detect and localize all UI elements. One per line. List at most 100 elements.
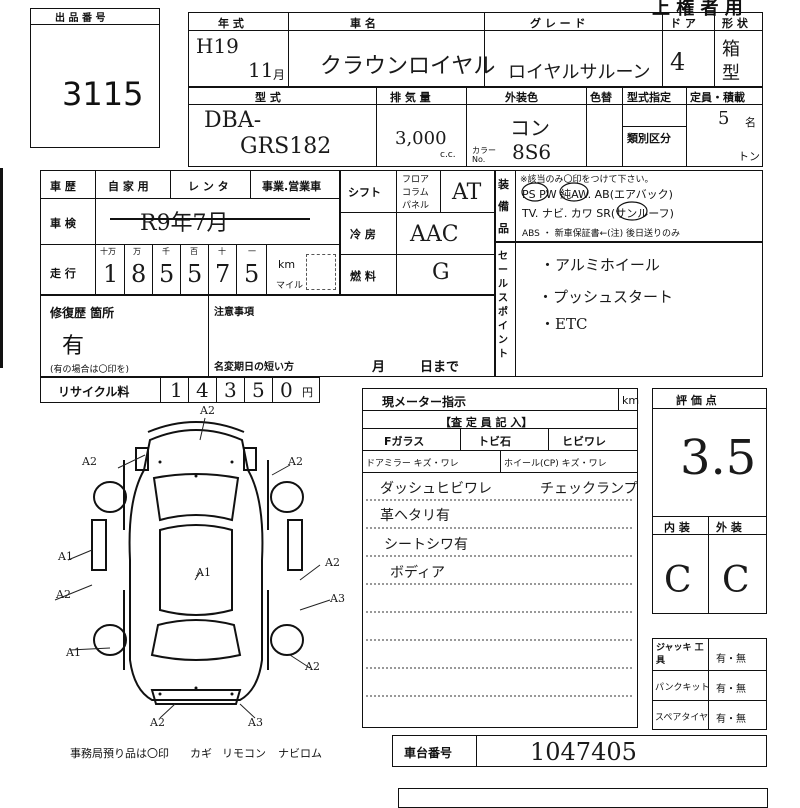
navi-rom-label: ナビロム <box>278 747 322 760</box>
wheel-label: ホイール(CP) キズ・ワレ <box>504 459 607 469</box>
displacement-unit: c.c. <box>440 150 456 160</box>
sales-item-2: ・ETC <box>540 315 588 333</box>
meter-note-2: 革ヘタリ有 <box>380 508 450 524</box>
mileage-digit-0: 1 <box>103 260 119 288</box>
exterior-value: C <box>722 560 750 601</box>
damage-mark-9: A2 <box>150 716 165 729</box>
exterior-label: 外 装 <box>716 521 742 534</box>
corner-title: 上 権 者 用 <box>652 0 743 19</box>
shift-label: シフト <box>348 186 381 199</box>
lot-number: 3115 <box>62 75 144 113</box>
name-change-label: 名変期日の短い方 <box>214 362 294 373</box>
model-value: GRS182 <box>240 134 332 159</box>
meter-note-4: ボディア <box>390 565 446 581</box>
interior-value: C <box>664 560 692 601</box>
repair-block <box>40 295 495 377</box>
fglass-label: Fガラス <box>384 435 425 448</box>
type-spec-label: 型式指定 <box>627 91 671 104</box>
recycle-label: リサイクル料 <box>58 385 130 399</box>
chassis-value: 1047405 <box>530 738 637 766</box>
opt-business: 事業.営業車 <box>262 180 322 193</box>
damage-mark-10: A3 <box>248 716 263 729</box>
mile-box <box>306 254 336 290</box>
meter-note-3: シートシワ有 <box>384 537 468 553</box>
chassis-block <box>392 735 767 767</box>
day-label: 日まで <box>420 360 460 375</box>
color-no-value: 8S6 <box>512 140 552 164</box>
damage-mark-4: A1 <box>66 646 81 659</box>
jack-yes-no: 有・無 <box>716 654 746 665</box>
meter-block <box>362 388 638 728</box>
model-label: 型 式 <box>255 91 281 104</box>
office-note: 事務局預り品は〇印 <box>70 747 169 760</box>
capacity-value: 5 <box>718 108 730 129</box>
meter-note-0: ダッシュヒビワレ <box>380 481 492 497</box>
tobiishi-label: トビ石 <box>478 435 511 448</box>
color-no-label: カラー No. <box>472 146 496 164</box>
opt-rental: レ ン タ <box>188 180 229 193</box>
mileage-digit-1: 8 <box>131 260 147 288</box>
shift-panel: パネル <box>402 201 430 211</box>
doors-label: ド ア <box>670 17 696 30</box>
score-value: 3.5 <box>680 430 757 486</box>
history-label: 車 歴 <box>50 180 76 193</box>
hibiware-label: ヒビワレ <box>562 435 606 448</box>
equipment-note: ※該当のみ〇印をつけて下さい。 <box>520 175 654 185</box>
score-block <box>652 388 767 614</box>
accessory-block <box>652 638 767 730</box>
capacity-label: 定員・積載 <box>690 91 745 104</box>
year-label: 年 式 <box>218 17 244 30</box>
recycle-block <box>40 377 320 403</box>
grade-label: グ レ ー ド <box>530 17 586 30</box>
shift-column: コラム <box>402 188 429 198</box>
recycle-digit-1: 4 <box>196 378 209 402</box>
sales-point-label: セールスポイント <box>498 251 508 360</box>
damage-mark-2: A1 <box>58 550 73 563</box>
shift-block <box>340 170 495 295</box>
fuel-label: 燃 料 <box>350 270 376 283</box>
name-value: クラウンロイヤル <box>320 54 496 79</box>
km-label: km <box>278 258 296 271</box>
mileage-digit-4: 7 <box>215 260 231 288</box>
load-unit: トン <box>738 150 760 163</box>
spare-yes-no: 有・無 <box>716 714 746 725</box>
month-unit: 月 <box>273 68 286 82</box>
model-prefix: DBA- <box>204 108 262 133</box>
color-label: 色替 <box>590 91 612 104</box>
damage-mark-0: A2 <box>200 404 215 417</box>
meter-note-1: チェックランプ <box>540 481 638 497</box>
spare-label: スペアタイヤ <box>655 713 709 723</box>
digit-h0: 十万 <box>100 247 116 256</box>
damage-mark-11: A2 <box>288 455 303 468</box>
capacity-unit: 名 <box>745 116 756 129</box>
interior-label: 内 装 <box>664 521 690 534</box>
damage-mark-1: A2 <box>82 455 97 468</box>
chassis-label: 車台番号 <box>404 746 453 760</box>
body-label: 形 状 <box>722 17 748 30</box>
opt-private: 自 家 用 <box>108 180 149 193</box>
recycle-digit-2: 3 <box>224 378 237 402</box>
sales-point-block <box>495 242 763 377</box>
grade-value: ロイヤルサルーン <box>508 62 651 83</box>
score-label: 評 価 点 <box>676 394 717 407</box>
damage-mark-3: A2 <box>56 588 71 601</box>
ac-value: AAC <box>410 222 459 247</box>
digit-h2: 千 <box>162 247 170 256</box>
digit-h5: 一 <box>248 247 256 256</box>
recycle-digit-3: 5 <box>252 378 265 402</box>
inspection-label: 車 検 <box>50 217 76 230</box>
recycle-digit-0: 1 <box>170 378 183 402</box>
mileage-digit-5: 5 <box>244 260 260 288</box>
month-value: 11 <box>248 58 274 82</box>
equipment-line2: TV. ナビ. カワ SR(サンルーフ) <box>522 207 674 220</box>
damage-mark-7: A2 <box>305 660 320 673</box>
key-label: カギ <box>190 747 212 760</box>
meter-label: 現メーター指示 <box>382 395 467 409</box>
equipment-block <box>495 170 763 242</box>
shift-value: AT <box>452 180 482 205</box>
puncture-yes-no: 有・無 <box>716 684 746 695</box>
month-label: 月 <box>372 360 386 375</box>
type-class-label: 類別区分 <box>627 132 671 145</box>
mile-label: マイル <box>276 281 304 291</box>
remote-label: リモコン <box>222 747 266 760</box>
